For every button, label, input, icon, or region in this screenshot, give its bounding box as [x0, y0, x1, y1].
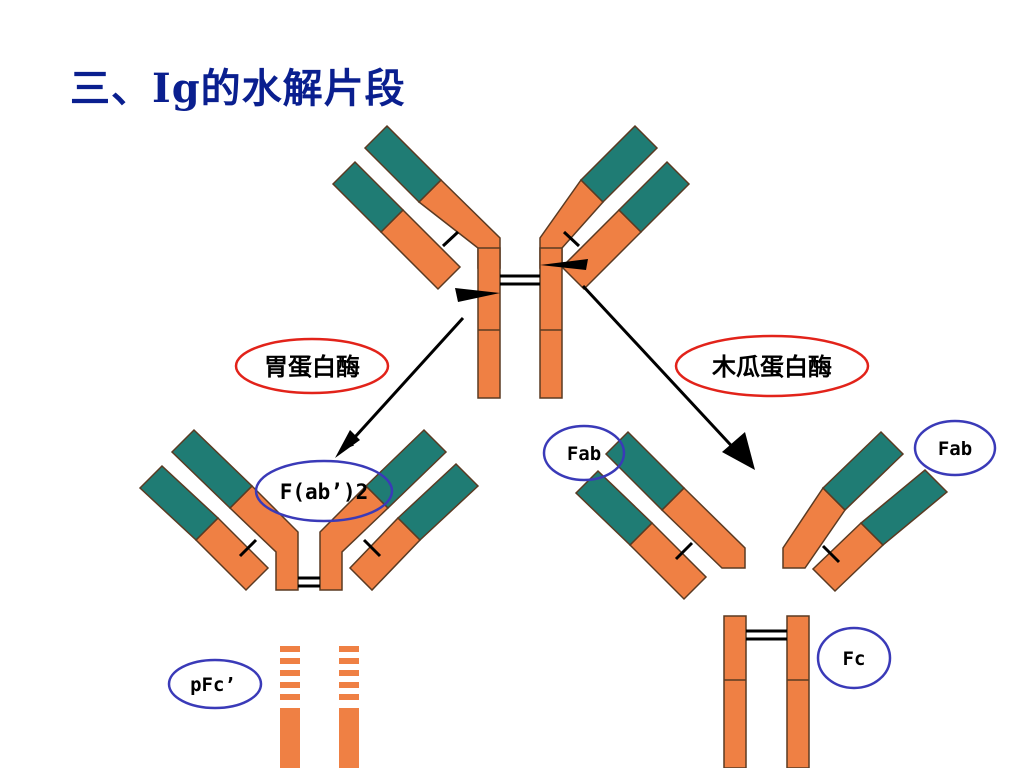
- pfc-text: pFc’: [190, 674, 236, 696]
- pfc-fragments: [280, 646, 359, 768]
- fab-right-label: Fab: [913, 419, 997, 477]
- right-heavy-stem: [539, 247, 563, 399]
- fab-left-fragment: [574, 430, 746, 601]
- left-heavy-variable: [363, 124, 443, 204]
- papain-cleavage-marker: [540, 259, 588, 270]
- fab2-text: F(ab’)2: [280, 480, 369, 504]
- pepsin-label: 胃蛋白酶: [234, 337, 390, 395]
- pfc-label: pFc’: [167, 658, 263, 710]
- papain-label: 木瓜蛋白酶: [674, 334, 870, 398]
- fab2-label: F(ab’)2: [254, 459, 394, 523]
- pepsin-cleavage-marker: [455, 288, 500, 302]
- papain-arrow: [581, 284, 742, 457]
- fab2-fragment: [138, 428, 480, 592]
- pepsin-text: 胃蛋白酶: [264, 353, 360, 381]
- fc-label: Fc: [816, 626, 892, 690]
- pepsin-arrow: [343, 316, 465, 450]
- left-light-variable: [331, 160, 405, 234]
- intact-antibody: [331, 124, 691, 399]
- slide-title: 三、Ig的水解片段: [70, 65, 406, 112]
- papain-text: 木瓜蛋白酶: [711, 353, 832, 381]
- fab-left-text: Fab: [567, 443, 601, 465]
- right-heavy-variable: [579, 124, 659, 204]
- fab-right-fragment: [782, 430, 949, 593]
- fc-text: Fc: [843, 648, 866, 670]
- right-light-variable: [617, 160, 691, 234]
- fc-fragment: [723, 615, 810, 768]
- left-heavy-stem: [477, 247, 501, 399]
- fab-right-text: Fab: [938, 438, 972, 460]
- fab-left-label: Fab: [542, 424, 626, 482]
